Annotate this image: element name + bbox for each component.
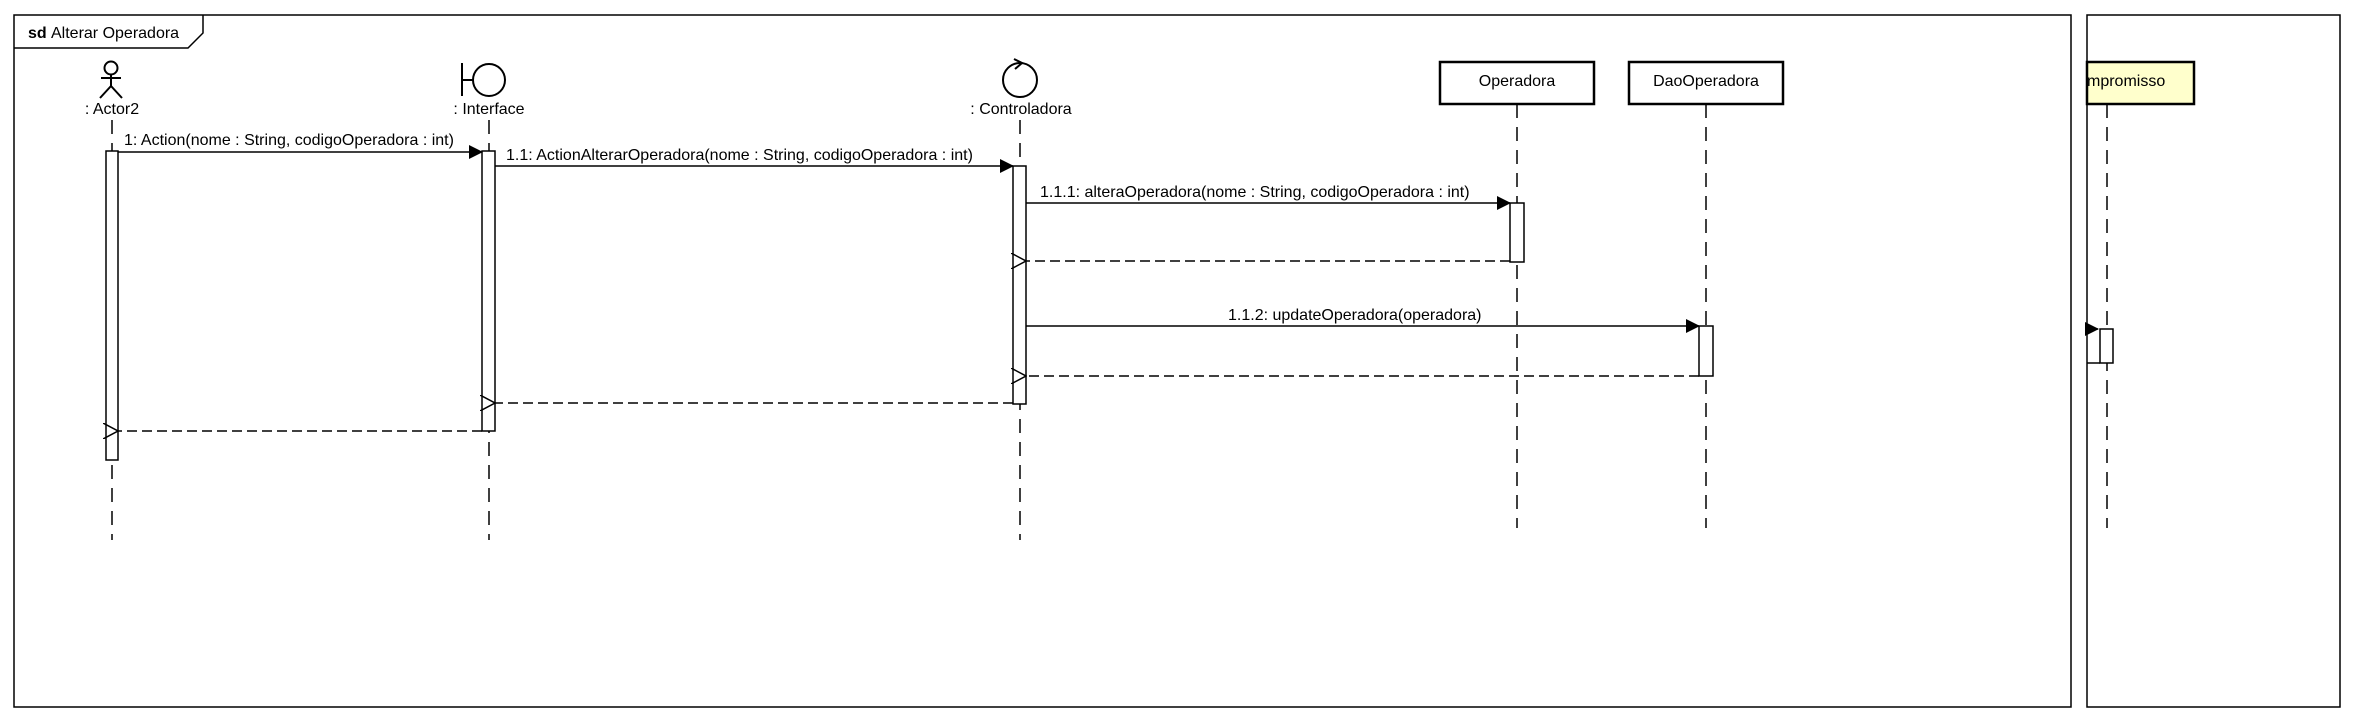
lifeline-compromisso[interactable]: mpromisso bbox=[2085, 60, 2196, 528]
activation-dao-operadora bbox=[1698, 325, 1714, 377]
actor-icon bbox=[99, 60, 123, 99]
right-partial-frame bbox=[2086, 14, 2341, 708]
interface-label: : Interface bbox=[453, 101, 524, 118]
message-1-1-1-label: 1.1.1: alteraOperadora(nome : String, co… bbox=[1040, 184, 1470, 201]
activation-operadora bbox=[1509, 202, 1525, 263]
operadora-box bbox=[1438, 60, 1596, 106]
message-1-1-label: 1.1: ActionAlterarOperadora(nome : Strin… bbox=[506, 147, 973, 164]
compromisso-box bbox=[2085, 60, 2196, 106]
activation-actor bbox=[105, 150, 119, 461]
lifeline-controladora[interactable]: : Controladora bbox=[970, 58, 1072, 540]
message-1-1-1[interactable]: 1.1.1: alteraOperadora(nome : String, co… bbox=[1026, 184, 1511, 210]
control-icon bbox=[1002, 58, 1038, 98]
lifeline-actor[interactable]: : Actor2 bbox=[85, 60, 139, 541]
lifeline-interface[interactable]: : Interface bbox=[453, 63, 525, 540]
activation-interface bbox=[481, 150, 496, 432]
dao-operadora-label: DaoOperadora bbox=[1653, 73, 1759, 90]
lifeline-dao-operadora[interactable]: DaoOperadora bbox=[1627, 60, 1785, 528]
controladora-label: : Controladora bbox=[970, 101, 1071, 118]
activation-controladora bbox=[1012, 165, 1027, 405]
boundary-icon bbox=[461, 63, 506, 97]
message-1-1-2[interactable]: 1.1.2: updateOperadora(operadora) bbox=[1026, 307, 1700, 333]
actor-label: : Actor2 bbox=[85, 101, 139, 118]
activation-compromisso bbox=[2099, 328, 2114, 364]
message-1-1-2-label: 1.1.2: updateOperadora(operadora) bbox=[1228, 307, 1482, 324]
message-1[interactable]: 1: Action(nome : String, codigoOperadora… bbox=[118, 132, 483, 159]
main-frame: sd Alterar Operadora bbox=[13, 14, 2072, 708]
frame-title: Alterar Operadora bbox=[51, 25, 179, 42]
message-1-1[interactable]: 1.1: ActionAlterarOperadora(nome : Strin… bbox=[495, 147, 1014, 173]
operadora-label: Operadora bbox=[1479, 73, 1556, 90]
frame-keyword: sd bbox=[28, 25, 47, 42]
message-1-label: 1: Action(nome : String, codigoOperadora… bbox=[124, 132, 454, 149]
compromisso-label: mpromisso bbox=[2087, 73, 2165, 90]
lifeline-operadora[interactable]: Operadora bbox=[1438, 60, 1596, 528]
